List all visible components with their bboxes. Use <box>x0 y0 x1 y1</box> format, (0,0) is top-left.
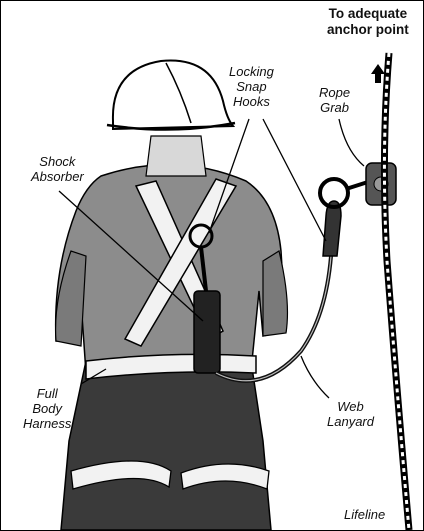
web-label-line1: Web <box>327 399 374 414</box>
web-lanyard-label: Web Lanyard <box>327 399 374 429</box>
shock-absorber-pack <box>194 291 220 373</box>
rope-grab-label: Rope Grab <box>319 85 350 115</box>
rope-grab-label-line2: Grab <box>319 100 350 115</box>
worker-right-arm <box>263 251 287 336</box>
locking-snap-hooks-label: Locking Snap Hooks <box>229 64 274 109</box>
anchor-point-label: To adequate anchor point <box>327 6 409 38</box>
shock-label-line2: Absorber <box>31 169 84 184</box>
shock-label-line1: Shock <box>31 154 84 169</box>
worker-pants <box>61 361 271 530</box>
full-body-harness-label: Full Body Harness <box>23 386 71 431</box>
leader-rope-grab <box>339 119 364 166</box>
snap-label-line1: Locking <box>229 64 274 79</box>
up-arrow-icon <box>371 64 385 83</box>
shock-absorber-label: Shock Absorber <box>31 154 84 184</box>
web-label-line2: Lanyard <box>327 414 374 429</box>
lifeline-label: Lifeline <box>344 507 385 522</box>
harness-label-line1: Full <box>23 386 71 401</box>
rope-grab-label-line1: Rope <box>319 85 350 100</box>
worker-neck <box>146 136 206 176</box>
lifeline-rope <box>384 53 409 530</box>
snap-label-line3: Hooks <box>229 94 274 109</box>
harness-label-line2: Body <box>23 401 71 416</box>
leader-web-lanyard <box>301 356 329 398</box>
snap-label-line2: Snap <box>229 79 274 94</box>
anchor-label-line1: To adequate <box>327 6 409 22</box>
hard-hat-icon <box>113 61 233 130</box>
lanyard-snap-hook-icon <box>323 201 341 256</box>
anchor-label-line2: anchor point <box>327 22 409 38</box>
harness-label-line3: Harness <box>23 416 71 431</box>
